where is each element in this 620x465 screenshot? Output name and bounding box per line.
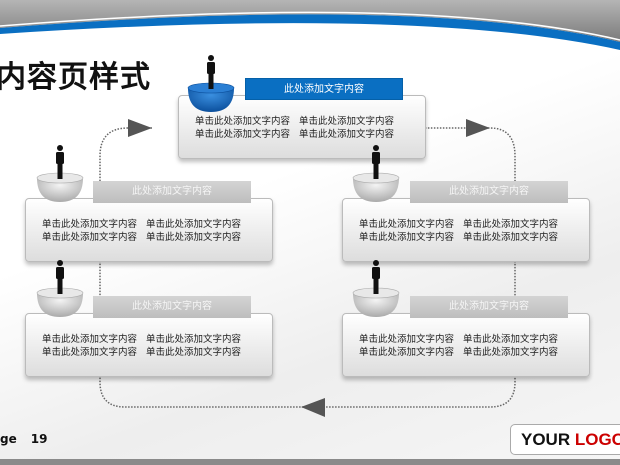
logo-text: YOUR [521,430,575,449]
person-bowl-icon [352,145,400,202]
body-text[interactable]: 单击此处添加文字内容 [463,232,559,243]
person-bowl-icon [36,145,84,202]
content-box[interactable]: 单击此处添加文字内容单击此处添加文字内容单击此处添加文字内容单击此处添加文字内容 [25,198,273,262]
content-box[interactable]: 单击此处添加文字内容单击此处添加文字内容单击此处添加文字内容单击此处添加文字内容 [342,313,590,377]
body-text[interactable]: 单击此处添加文字内容 [42,219,138,230]
page-number: ge 19 [0,432,61,446]
node-header[interactable]: 此处添加文字内容 [410,181,568,203]
flow-loop-path [99,127,516,408]
header-blue-stripe [0,14,620,50]
header-band [0,0,620,42]
footer-bar [0,459,620,465]
body-text[interactable]: 单击此处添加文字内容 [146,347,242,358]
page-number-value: 19 [30,432,48,446]
body-text[interactable]: 单击此处添加文字内容 [463,347,559,358]
content-box[interactable]: 单击此处添加文字内容单击此处添加文字内容单击此处添加文字内容单击此处添加文字内容 [25,313,273,377]
logo: YOUR LOGO [510,424,620,455]
logo-text-red: LOGO [574,430,620,449]
body-text[interactable]: 单击此处添加文字内容 [195,129,291,140]
body-text[interactable]: 单击此处添加文字内容 [42,334,138,345]
body-text[interactable]: 单击此处添加文字内容 [463,334,559,345]
node-header[interactable]: 此处添加文字内容 [93,296,251,318]
node-header[interactable]: 此处添加文字内容 [245,78,403,100]
header-white-line [0,11,620,41]
body-text[interactable]: 单击此处添加文字内容 [299,116,395,127]
body-text[interactable]: 单击此处添加文字内容 [359,219,455,230]
body-text[interactable]: 单击此处添加文字内容 [359,334,455,345]
body-text[interactable]: 单击此处添加文字内容 [463,219,559,230]
content-box[interactable]: 单击此处添加文字内容单击此处添加文字内容单击此处添加文字内容单击此处添加文字内容 [342,198,590,262]
arrow-right-icon [128,119,152,137]
page-label: ge [0,432,17,446]
body-text[interactable]: 单击此处添加文字内容 [146,334,242,345]
body-text[interactable]: 单击此处添加文字内容 [42,232,138,243]
person-bowl-icon [352,260,400,317]
body-text[interactable]: 单击此处添加文字内容 [42,347,138,358]
body-text[interactable]: 单击此处添加文字内容 [146,219,242,230]
body-text[interactable]: 单击此处添加文字内容 [359,347,455,358]
node-header[interactable]: 此处添加文字内容 [410,296,568,318]
body-text[interactable]: 单击此处添加文字内容 [195,116,291,127]
arrow-right-icon [466,119,490,137]
body-text[interactable]: 单击此处添加文字内容 [299,129,395,140]
node-header[interactable]: 此处添加文字内容 [93,181,251,203]
page-title: 内容页样式 [0,60,151,95]
body-text[interactable]: 单击此处添加文字内容 [359,232,455,243]
person-bowl-icon [36,260,84,317]
body-text[interactable]: 单击此处添加文字内容 [146,232,242,243]
person-bowl-icon [187,55,235,112]
arrow-left-icon [301,398,325,417]
